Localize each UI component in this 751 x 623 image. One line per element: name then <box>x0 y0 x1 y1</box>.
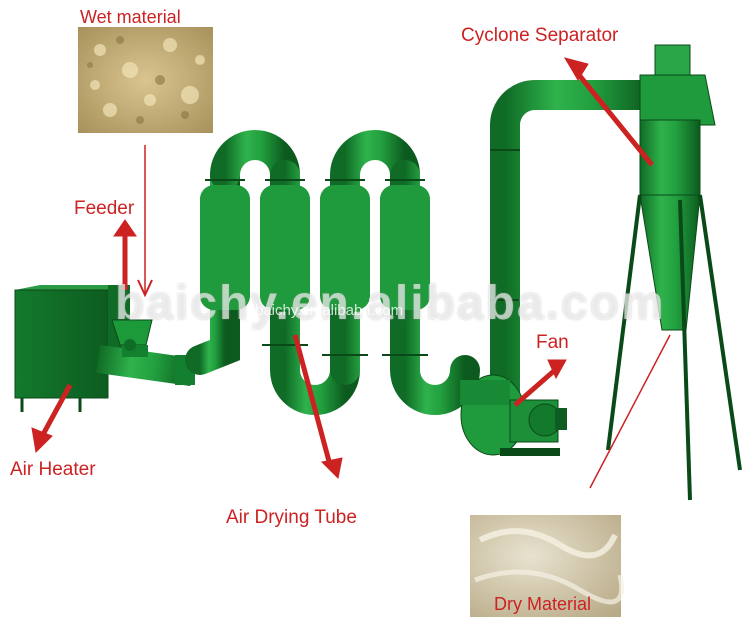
wet-material-photo <box>78 27 213 133</box>
cyclone-separator-label: Cyclone Separator <box>461 25 618 47</box>
air-drying-tube-label: Air Drying Tube <box>226 507 357 529</box>
watermark-small: baichy.en.alibaba.com <box>255 302 403 319</box>
fan <box>460 375 567 456</box>
fan-label: Fan <box>536 332 569 354</box>
riser-pipe <box>505 95 650 405</box>
cyclone-separator <box>608 45 740 500</box>
wet-material-label: Wet material <box>80 7 181 28</box>
air-heater-label: Air Heater <box>10 459 96 481</box>
dry-material-label: Dry Material <box>494 594 591 615</box>
feeder-label: Feeder <box>74 198 134 220</box>
